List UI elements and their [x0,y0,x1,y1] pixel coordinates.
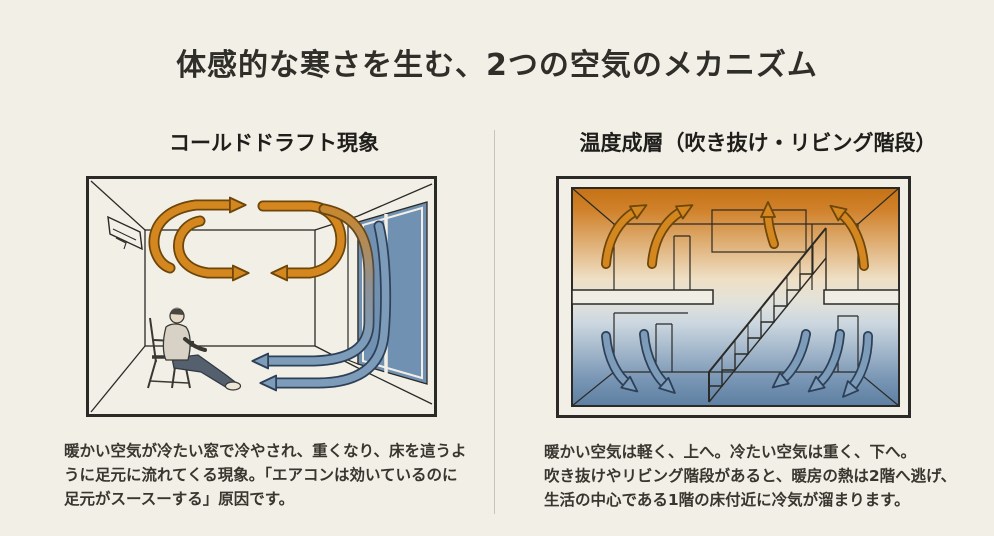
person-shoe [224,381,242,391]
cold-draft-description: 暖かい空気が冷たい窓で冷やされ、重くなり、床を這うよ うに足元に流れてくる現象。… [64,439,484,511]
room-side-view-illustration [86,176,437,417]
description-line: 暖かい空気が冷たい窓で冷やされ、重くなり、床を這うよ [64,442,467,460]
air-conditioner-icon [107,215,143,251]
two-story-cross-section-illustration [556,176,911,418]
sinking-cold-arrows [601,329,873,398]
description-line: 吹き抜けやリビング階段があると、暖房の熱は2階へ逃げ、 [544,467,957,485]
cold-down-arrow-1 [602,332,639,393]
cold-down-arrow-2 [640,330,676,394]
warm-up-arrow-4 [829,204,868,270]
slab-left [571,289,714,305]
seated-person-figure [147,307,242,391]
cold-down-arrow-4 [807,330,844,393]
person-arm [183,337,207,352]
cold-draft-arrow-upper [251,205,373,370]
page-title: 体感的な寒さを生む、2つの空気のメカニズム [176,48,818,83]
stratification-diagram [556,176,911,418]
warm-arrow-inner-loop [174,217,250,282]
cold-draft-heading: コールドドラフト現象 [169,131,379,155]
warm-arrow-right-loop [259,202,345,282]
stair-balusters [721,244,814,386]
cold-down-arrow-5 [842,332,872,398]
staircase [708,227,827,403]
floor-slabs [571,289,900,305]
stratification-description: 暖かい空気は軽く、上へ。冷たい空気は重く、下へ。 吹き抜けやリビング階段があると… [544,440,972,512]
description-line: 足元がスースーする」原因です。 [64,490,295,508]
cold-draft-arrow-floor [259,222,390,392]
stair-handrail [708,227,827,373]
cold-draft-diagram [86,176,437,417]
slab-right [823,289,900,305]
room-walls [90,180,433,413]
warm-arrow-outer-loop [150,196,247,272]
stair-stringer [708,257,827,403]
stratification-heading: 温度成層（吹き抜け・リビング階段） [579,131,937,155]
cold-air-arrows [251,203,392,392]
cold-down-arrow-3 [771,330,810,389]
panel-stratification: 温度成層（吹き抜け・リビング階段） [544,128,972,512]
warm-air-arrows [148,196,347,282]
window-sash [362,206,423,380]
person-hair-top [170,308,184,315]
warm-up-arrow-3 [760,201,778,248]
window-glass [357,201,428,385]
warm-up-arrow-1 [602,204,648,268]
panel-cold-draft: コールドドラフト現象 [64,128,484,511]
description-line: 生活の中心である1階の床付近に冷気が溜まります。 [544,491,910,509]
warm-up-arrow-2 [648,204,694,268]
rising-warm-arrows [601,201,869,271]
description-line: うに足元に流れてくる現象。「エアコンは効いているのに [64,466,458,484]
panel-divider [494,130,495,514]
description-line: 暖かい空気は軽く、上へ。冷たい空気は重く、下へ。 [544,443,917,461]
